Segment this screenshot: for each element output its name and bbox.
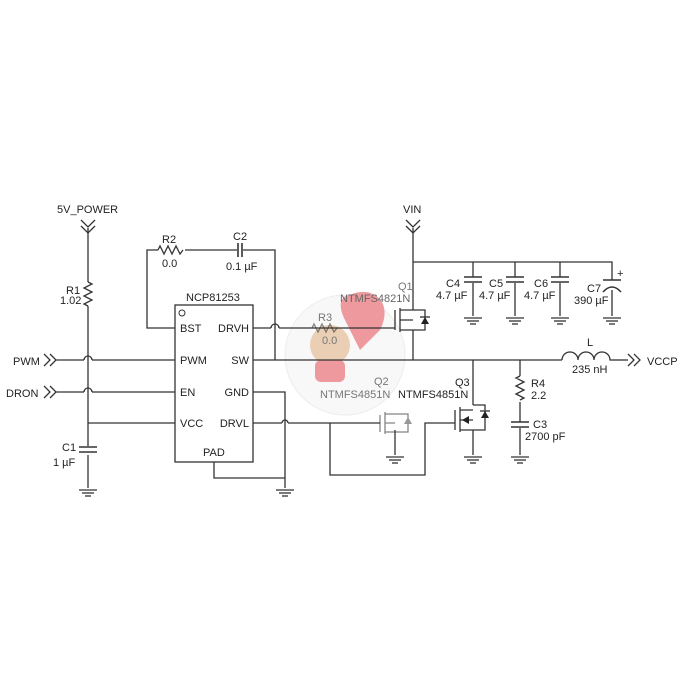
resistor-r3-icon bbox=[311, 322, 338, 334]
port-dron-icon bbox=[43, 385, 57, 399]
c4-ref: C4 bbox=[446, 278, 460, 290]
q1-ref: Q1 bbox=[398, 281, 413, 293]
net-vin: VIN bbox=[403, 204, 421, 216]
c5-value: 4.7 µF bbox=[479, 290, 511, 302]
l-ref: L bbox=[587, 337, 593, 349]
mosfet-q1-icon bbox=[394, 308, 430, 332]
c3-value: 2700 pF bbox=[525, 431, 566, 443]
net-vccp: VCCP bbox=[647, 356, 678, 368]
q2-ref: Q2 bbox=[374, 376, 389, 388]
capacitor-c4-icon bbox=[463, 276, 483, 283]
r2-value: 0.0 bbox=[162, 258, 177, 270]
pin-vcc: VCC bbox=[180, 418, 203, 430]
ground-icon bbox=[275, 489, 295, 497]
ground-icon bbox=[510, 456, 530, 464]
r3-value: 0.0 bbox=[322, 335, 337, 347]
port-5v-icon bbox=[80, 219, 96, 234]
ground-icon bbox=[505, 317, 525, 325]
c1-ref: C1 bbox=[62, 442, 76, 454]
pin-pwm: PWM bbox=[180, 355, 207, 367]
port-vin-icon bbox=[405, 219, 421, 234]
net-5v-power: 5V_POWER bbox=[57, 204, 118, 216]
capacitor-c6-icon bbox=[550, 276, 570, 283]
r1-value: 1.02 bbox=[60, 295, 81, 307]
q2-part: NTMFS4851N bbox=[320, 389, 390, 401]
inductor-l-icon bbox=[561, 351, 612, 361]
c5-ref: C5 bbox=[489, 278, 503, 290]
wires bbox=[55, 228, 628, 488]
c6-ref: C6 bbox=[534, 278, 548, 290]
pin-sw: SW bbox=[231, 355, 249, 367]
ground-icon bbox=[385, 456, 405, 464]
ground-icon bbox=[550, 317, 570, 325]
port-vccp-icon bbox=[627, 353, 641, 367]
c7-polarity: + bbox=[617, 268, 623, 280]
net-pwm: PWM bbox=[13, 356, 40, 368]
r4-ref: R4 bbox=[531, 378, 545, 390]
c2-value: 0.1 µF bbox=[226, 261, 258, 273]
pin-drvl: DRVL bbox=[220, 418, 249, 430]
ic-name: NCP81253 bbox=[186, 292, 240, 304]
l-value: 235 nH bbox=[572, 364, 608, 376]
c3-ref: C3 bbox=[533, 419, 547, 431]
net-dron: DRON bbox=[6, 388, 38, 400]
pin-bst: BST bbox=[180, 323, 202, 335]
r1-ref: R1 bbox=[66, 285, 80, 297]
pin-pad: PAD bbox=[203, 447, 225, 459]
mosfet-q2-icon bbox=[379, 412, 412, 434]
q3-ref: Q3 bbox=[455, 377, 470, 389]
port-pwm-icon bbox=[43, 353, 57, 367]
resistor-r1-icon bbox=[82, 281, 94, 307]
c1-value: 1 µF bbox=[53, 457, 76, 469]
r2-ref: R2 bbox=[162, 234, 176, 246]
c2-ref: C2 bbox=[233, 231, 247, 243]
capacitor-c1-icon bbox=[78, 446, 98, 453]
capacitor-c5-icon bbox=[505, 276, 525, 283]
c4-value: 4.7 µF bbox=[436, 290, 468, 302]
r3-ref: R3 bbox=[318, 312, 332, 324]
c7-ref: C7 bbox=[587, 283, 601, 295]
ground-icon bbox=[463, 456, 483, 464]
r4-value: 2.2 bbox=[531, 390, 546, 402]
q3-part: NTMFS4851N bbox=[398, 389, 468, 401]
c6-value: 4.7 µF bbox=[524, 290, 556, 302]
pin-en: EN bbox=[180, 387, 195, 399]
capacitor-c3-icon bbox=[510, 421, 530, 428]
ground-icon bbox=[78, 489, 98, 497]
pin-gnd: GND bbox=[225, 387, 250, 399]
capacitor-c2-icon bbox=[237, 243, 243, 257]
ground-icon bbox=[602, 317, 622, 325]
c7-value: 390 µF bbox=[574, 295, 609, 307]
pin-drvh: DRVH bbox=[218, 323, 249, 335]
ic-ncp81253: NCP81253 BST PWM EN VCC DRVH SW GND DRVL… bbox=[174, 292, 254, 463]
resistor-r4-icon bbox=[514, 375, 526, 401]
q1-part: NTMFS4821N bbox=[340, 293, 410, 305]
ground-icon bbox=[463, 317, 483, 325]
mosfet-q3-icon bbox=[454, 404, 490, 432]
capacitor-c7-icon bbox=[602, 272, 622, 293]
resistor-r2-icon bbox=[157, 244, 184, 256]
